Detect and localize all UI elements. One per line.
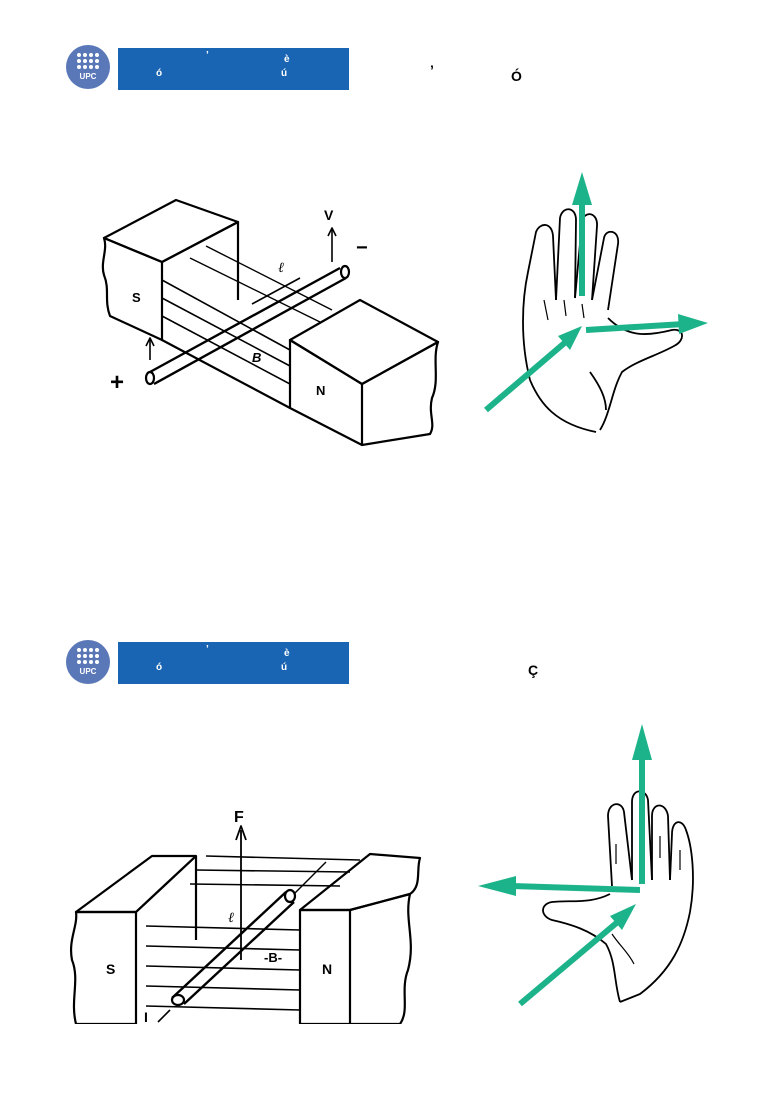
banner-char: è <box>284 54 290 65</box>
banner-char: ’ <box>206 50 209 61</box>
banner-char: ó <box>156 662 163 673</box>
right-hand-icon <box>522 208 683 433</box>
label-s: S <box>132 290 141 305</box>
arrow-diagonal-head <box>610 904 636 930</box>
banner-char: è <box>284 648 290 659</box>
logo-dots <box>77 648 99 664</box>
arrow-up-head <box>572 172 592 205</box>
generator-diagram: S N B ℓ V − + <box>101 172 708 447</box>
left-hand-icon <box>542 790 694 1003</box>
arrow-up-head <box>632 724 652 760</box>
upc-logo: UPC <box>66 640 110 684</box>
arrow-left <box>511 883 641 893</box>
label-i: I <box>144 1009 148 1024</box>
label-plus: + <box>110 369 124 396</box>
slide-heading-char: Ç <box>528 662 539 678</box>
label-v: V <box>324 207 334 223</box>
label-n: N <box>316 383 325 398</box>
label-l: ℓ <box>278 261 284 276</box>
label-b: B <box>252 350 261 365</box>
banner-char: ó <box>156 68 163 79</box>
slide-1: UPC ’ è ó ú ’ Ó <box>0 0 768 512</box>
banner-char: ’ <box>206 644 209 655</box>
banner-char: ú <box>281 662 288 673</box>
slide-heading-part: ’ <box>430 62 434 78</box>
title-banner: ’ è ó ú <box>118 642 349 684</box>
slide-2: UPC ’ è ó ú Ç <box>0 590 768 1102</box>
rule-arrows <box>478 724 652 1007</box>
arrow-diagonal <box>484 337 570 413</box>
label-b: -B- <box>264 950 282 965</box>
banner-char: ú <box>281 68 288 79</box>
upc-logo: UPC <box>66 45 110 89</box>
arrow-left-head <box>478 876 516 896</box>
arrow-right-head <box>678 314 708 334</box>
title-banner: ’ è ó ú <box>118 48 349 90</box>
label-s: S <box>106 961 115 977</box>
label-n: N <box>322 961 332 977</box>
slide-heading-part: Ó <box>511 68 522 84</box>
arrow-diagonal-head <box>558 326 582 350</box>
label-minus: − <box>356 237 368 259</box>
logo-dots <box>77 53 99 69</box>
logo-text: UPC <box>79 667 97 676</box>
logo-text: UPC <box>79 72 97 81</box>
motor-diagram: S N -B- ℓ F I <box>70 724 694 1024</box>
arrow-right <box>585 321 685 333</box>
label-l: ℓ <box>228 911 234 926</box>
label-f: F <box>234 809 244 826</box>
arrow-diagonal <box>518 917 622 1007</box>
rule-arrows <box>484 172 708 413</box>
